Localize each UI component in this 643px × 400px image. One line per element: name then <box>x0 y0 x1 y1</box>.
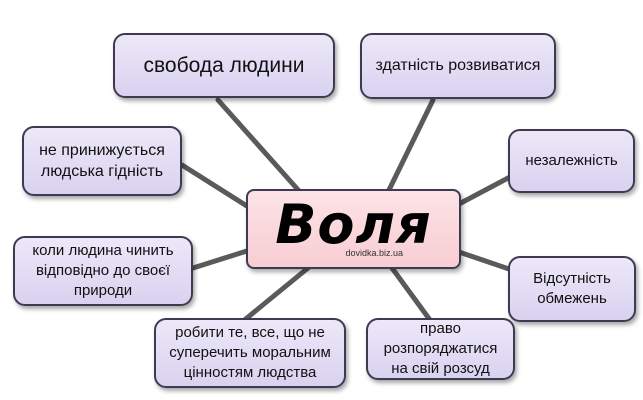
connector-obmezhen <box>456 249 515 273</box>
node-nezalezhnist: незалежність <box>508 129 635 193</box>
node-label: незалежність <box>525 152 618 170</box>
node-vidsutnist-obmezhen: Відсутність обмежень <box>508 256 636 322</box>
node-label: Відсутність обмежень <box>533 270 611 307</box>
node-moralni-tsinnosti: робити те, все, що не суперечить моральн… <box>154 318 346 388</box>
node-pravo: право розпоряджатися на свій розсуд <box>366 318 515 380</box>
connector-nezalezhnist <box>456 174 513 207</box>
node-pryroda: коли людина чинить відповідно до своєї п… <box>13 236 193 306</box>
node-label: свобода людини <box>143 53 305 77</box>
node-label: право розпоряджатися на свій розсуд <box>383 320 498 377</box>
watermark: dovidka.biz.ua <box>345 248 403 258</box>
connector-pryroda <box>190 247 253 271</box>
node-zdatnist-rozvyvatysya: здатність розвиватися <box>360 33 556 99</box>
central-node: Воля dovidka.biz.ua <box>246 189 461 269</box>
node-label: робити те, все, що не суперечить моральн… <box>169 324 331 381</box>
connector-zdatnist <box>385 97 436 195</box>
node-label: здатність розвиватися <box>375 57 541 75</box>
connector-hidnist <box>179 162 253 211</box>
node-svoboda-lyudyny: свобода людини <box>113 33 335 98</box>
node-label: коли людина чинить відповідно до своєї п… <box>32 242 174 299</box>
node-label: не принижується людська гідність <box>39 141 165 180</box>
central-title: Воля <box>275 193 432 256</box>
connector-moral <box>239 265 311 325</box>
connector-pravo <box>389 265 433 323</box>
connector-svoboda <box>215 97 303 195</box>
node-hidnist: не принижується людська гідність <box>22 126 182 196</box>
